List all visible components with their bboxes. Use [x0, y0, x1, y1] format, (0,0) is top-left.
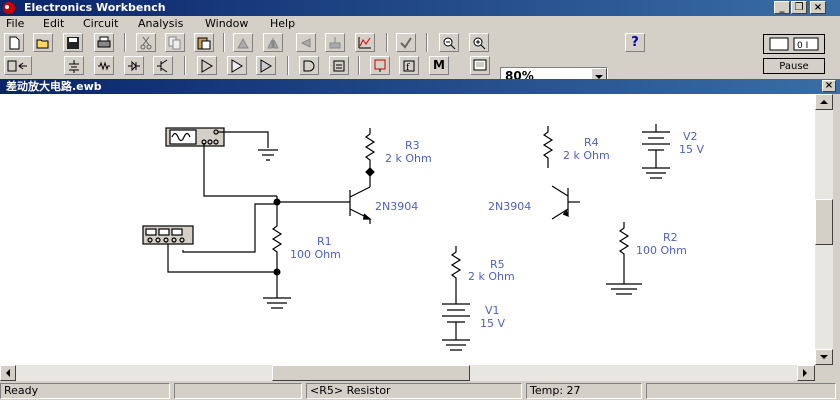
basic-components-bin-icon[interactable]: [94, 56, 114, 75]
r5-ref-label: R5: [490, 258, 505, 271]
copy-icon[interactable]: [165, 33, 185, 52]
document-title: 差动放大电路.ewb: [6, 80, 102, 93]
digital-bin-icon[interactable]: [329, 56, 349, 75]
junction-dot: [273, 198, 281, 206]
main-toolbar: 80% ?: [0, 33, 840, 86]
transistors-bin-icon[interactable]: [153, 56, 173, 75]
menu-help[interactable]: Help: [270, 17, 296, 30]
document-title-bar: 差动放大电路.ewb ×: [0, 79, 840, 94]
scroll-down-icon[interactable]: [815, 349, 833, 365]
power-switch-icon: 0 I: [769, 37, 819, 51]
r4-value-label: 2 k Ohm: [563, 149, 610, 162]
status-bar: Ready <R5> Resistor Temp: 27: [0, 381, 840, 400]
app-title-bar: Electronics Workbench _ ❐ ×: [0, 0, 840, 16]
status-selection: <R5> Resistor: [306, 383, 522, 399]
circuit-schematic: R3 2 k Ohm R4 2 k Ohm V2 15 V 2N3904 2N3…: [142, 124, 704, 351]
print-icon[interactable]: [94, 33, 114, 52]
v1-value-label: 15 V: [480, 317, 505, 330]
menu-circuit[interactable]: Circuit: [83, 17, 119, 30]
menu-bar: File Edit Circuit Analysis Window Help: [0, 16, 840, 31]
v2-ref-label: V2: [683, 130, 698, 143]
status-ready: Ready: [0, 383, 170, 399]
new-file-icon[interactable]: [4, 33, 24, 52]
save-icon[interactable]: [63, 33, 83, 52]
zoom-in-icon[interactable]: [469, 33, 489, 52]
miscellaneous-bin-button[interactable]: M: [429, 56, 449, 75]
pause-button[interactable]: Pause: [763, 58, 825, 74]
indicators-bin-icon[interactable]: [370, 56, 390, 75]
vertical-scroll-thumb[interactable]: [815, 199, 833, 245]
close-button[interactable]: ×: [810, 1, 826, 14]
scroll-left-icon[interactable]: [0, 365, 16, 381]
r4-ref-label: R4: [584, 136, 599, 149]
r1-ref-label: R1: [317, 235, 332, 248]
component-properties-icon[interactable]: [396, 33, 416, 52]
diodes-bin-icon[interactable]: [124, 56, 144, 75]
controls-bin-icon[interactable]: f: [399, 56, 419, 75]
parts-bin-toolbar: f M: [0, 56, 840, 78]
document-close-icon[interactable]: ×: [822, 80, 836, 92]
v2-value-label: 15 V: [679, 143, 704, 156]
menu-window[interactable]: Window: [205, 17, 249, 30]
subcircuit-icon[interactable]: [325, 33, 345, 52]
zoom-out-icon[interactable]: [439, 33, 459, 52]
analog-ics-bin-icon[interactable]: [197, 56, 217, 75]
power-switch[interactable]: 0 I: [763, 34, 825, 54]
circuit-canvas[interactable]: R3 2 k Ohm R4 2 k Ohm V2 15 V 2N3904 2N3…: [0, 94, 815, 365]
cut-icon[interactable]: [136, 33, 156, 52]
help-button[interactable]: ?: [625, 33, 645, 52]
scroll-right-icon[interactable]: [797, 365, 815, 381]
open-folder-icon[interactable]: [33, 33, 53, 52]
menu-analysis[interactable]: Analysis: [138, 17, 184, 30]
parts-bin-favorites-icon[interactable]: [4, 56, 32, 75]
v1-ref-label: V1: [485, 304, 500, 317]
oscilloscope-instrument[interactable]: [142, 225, 194, 245]
vertical-scrollbar[interactable]: [815, 94, 833, 365]
paste-icon[interactable]: [194, 33, 214, 52]
digital-ics-bin-icon[interactable]: [256, 56, 276, 75]
flip-vertical-icon[interactable]: [296, 33, 316, 52]
app-logo-icon: [3, 2, 15, 14]
q2-model-label: 2N3904: [488, 200, 531, 213]
minimize-button[interactable]: _: [774, 1, 790, 14]
r3-ref-label: R3: [405, 139, 420, 152]
scroll-up-icon[interactable]: [815, 94, 833, 110]
q1-model-label: 2N3904: [375, 200, 418, 213]
horizontal-scrollbar[interactable]: [0, 365, 815, 381]
r1-value-label: 100 Ohm: [290, 248, 341, 261]
junction-dot: [273, 268, 281, 276]
graph-icon[interactable]: [355, 33, 375, 52]
logic-gates-bin-icon[interactable]: [299, 56, 319, 75]
r2-ref-label: R2: [663, 231, 678, 244]
svg-text:0 I: 0 I: [797, 41, 808, 51]
sources-bin-icon[interactable]: [64, 56, 84, 75]
app-title: Electronics Workbench: [24, 1, 166, 14]
flip-horizontal-icon[interactable]: [263, 33, 283, 52]
r2-value-label: 100 Ohm: [636, 244, 687, 257]
instruments-bin-icon[interactable]: [470, 56, 490, 75]
menu-edit[interactable]: Edit: [43, 17, 65, 30]
rotate-icon[interactable]: [233, 33, 253, 52]
r5-value-label: 2 k Ohm: [468, 270, 515, 283]
function-generator-instrument[interactable]: [165, 127, 225, 147]
restore-button[interactable]: ❐: [791, 1, 807, 14]
menu-file[interactable]: File: [6, 17, 25, 30]
status-extra-panel: [646, 383, 836, 399]
mixed-ics-bin-icon[interactable]: [227, 56, 247, 75]
status-empty-panel: [174, 383, 302, 399]
horizontal-scroll-thumb[interactable]: [272, 365, 470, 381]
svg-text:f: f: [406, 63, 410, 73]
status-temperature: Temp: 27: [526, 383, 642, 399]
r3-value-label: 2 k Ohm: [385, 152, 432, 165]
